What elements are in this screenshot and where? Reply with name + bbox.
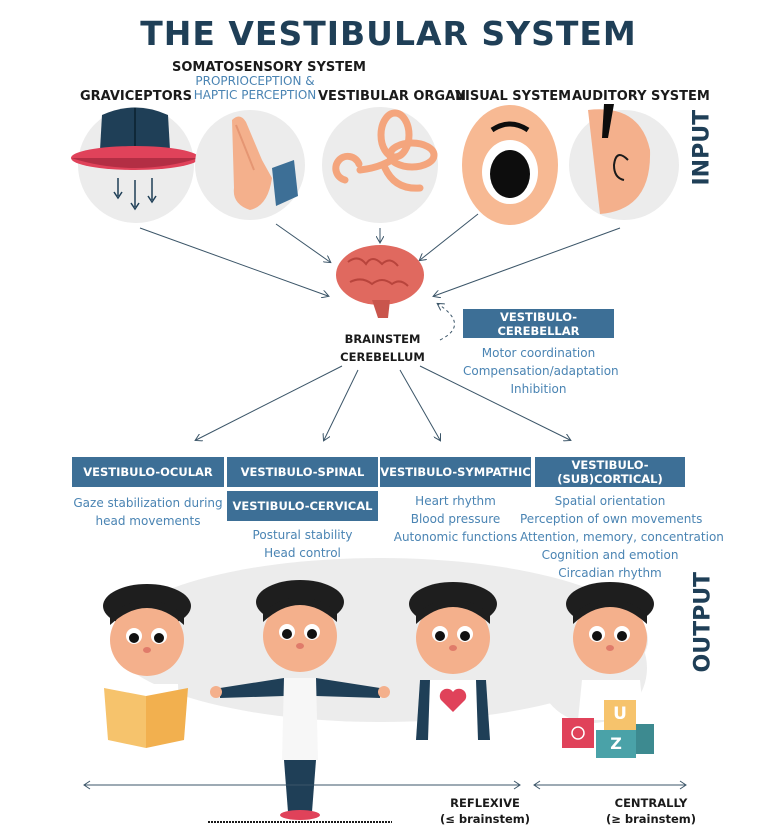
brainstem-label: BRAINSTEM [344, 332, 421, 346]
vestibulo-ocular-box: VESTIBULO-OCULAR [72, 457, 224, 487]
output-backdrop [112, 558, 648, 722]
graviceptors-label: GRAVICEPTORS [80, 89, 192, 104]
eye-icon [482, 121, 538, 204]
boy-reading [103, 584, 191, 748]
cerebellar-feedback-arrow [438, 304, 455, 341]
hand-icon [232, 116, 298, 210]
sympathic-item: Heart rhythm [415, 494, 496, 508]
gravity-arrows-icon [113, 178, 157, 211]
visual-system-label: VISUAL SYSTEM [455, 89, 572, 104]
output-arrows [196, 365, 570, 440]
book-icon [104, 688, 188, 748]
cerebellar-item: Inhibition [510, 382, 567, 396]
haptic-perception-label: HAPTIC PERCEPTION [193, 88, 317, 102]
vestibulo-sympathic-box: VESTIBULO-SYMPATHIC [380, 457, 531, 487]
cerebellum-label: CEREBELLUM [340, 350, 425, 364]
vestibular-organ-label: VESTIBULAR ORGAN [318, 89, 467, 104]
boy-blocks [562, 582, 654, 758]
brain-icon [336, 245, 424, 318]
ocular-item: head movements [95, 514, 201, 528]
boy-heart [409, 582, 497, 740]
inner-ear-icon [332, 109, 438, 192]
cortical-item: Attention, memory, concentration [520, 530, 724, 544]
page-title: THE VESTIBULAR SYSTEM [140, 14, 637, 53]
auditory-system-label: AUDITORY SYSTEM [572, 89, 710, 104]
u-block-icon [604, 700, 636, 730]
cervical-item: Postural stability [252, 528, 353, 542]
centrally-sublabel: (≥ brainstem) [605, 812, 697, 826]
sun-block-icon [562, 718, 594, 748]
boy-balancing [210, 580, 390, 820]
cortical-item: Spatial orientation [554, 494, 666, 508]
ear-icon [588, 104, 651, 214]
ocular-item: Gaze stabilization during [73, 496, 223, 510]
vestibulo-spinal-box: VESTIBULO-SPINAL [227, 457, 378, 487]
reflexive-sublabel: (≤ brainstem) [439, 812, 531, 826]
auditory-circle [569, 104, 679, 220]
somatosensory-circle [195, 110, 305, 220]
proprioception-label: PROPRIOCEPTION & [195, 74, 315, 88]
centrally-axis [533, 780, 687, 790]
z-block-icon [596, 724, 654, 758]
cervical-item: Head control [264, 546, 341, 560]
vestibulo-cervical-box: VESTIBULO-CERVICAL [227, 491, 378, 521]
cerebellar-item: Compensation/adaptation [463, 364, 619, 378]
graviceptors-circle [71, 107, 199, 223]
visual-circle [462, 105, 558, 225]
cerebellar-item: Motor coordination [481, 346, 596, 360]
cortical-item: Cognition and emotion [541, 548, 679, 562]
hat-icon [71, 107, 199, 170]
sympathic-item: Blood pressure [410, 512, 501, 526]
z-block-letter: Z [610, 734, 622, 753]
sympathic-item: Autonomic functions [393, 530, 518, 544]
vestibular-organ-circle [322, 107, 438, 223]
reflexive-axis [83, 780, 521, 790]
heart-icon [439, 688, 467, 712]
input-arrows [139, 213, 621, 296]
cortical-item: Perception of own movements [520, 512, 703, 526]
reflexive-label: REFLEXIVE [450, 796, 520, 810]
centrally-label: CENTRALLY [614, 796, 688, 810]
vestibulo-subcortical-box: VESTIBULO-(SUB)CORTICAL) [535, 457, 685, 487]
somatosensory-label: SOMATOSENSORY SYSTEM [172, 60, 366, 75]
vestibulo-cerebellar-box: VESTIBULO-CEREBELLAR [463, 309, 614, 338]
cortical-item: Circadian rhythm [558, 566, 662, 580]
u-block-letter: U [613, 704, 627, 724]
